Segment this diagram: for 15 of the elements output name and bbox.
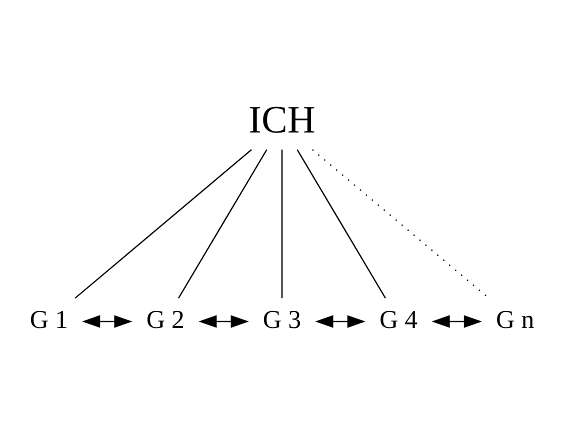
connector (296, 149, 386, 299)
node-text: G 3 (262, 304, 302, 334)
node-text: G n (496, 304, 534, 334)
arrow (198, 315, 249, 328)
node-text: G 4 (379, 304, 418, 334)
connector (312, 149, 490, 299)
arrow (82, 315, 132, 328)
arrow (432, 315, 482, 328)
connector (281, 150, 283, 298)
node-text: G 2 (146, 304, 185, 334)
connector (74, 149, 252, 299)
node-text: ICH (248, 98, 316, 142)
connector (178, 149, 268, 299)
node-text: G 1 (30, 304, 68, 334)
arrow (315, 315, 366, 328)
